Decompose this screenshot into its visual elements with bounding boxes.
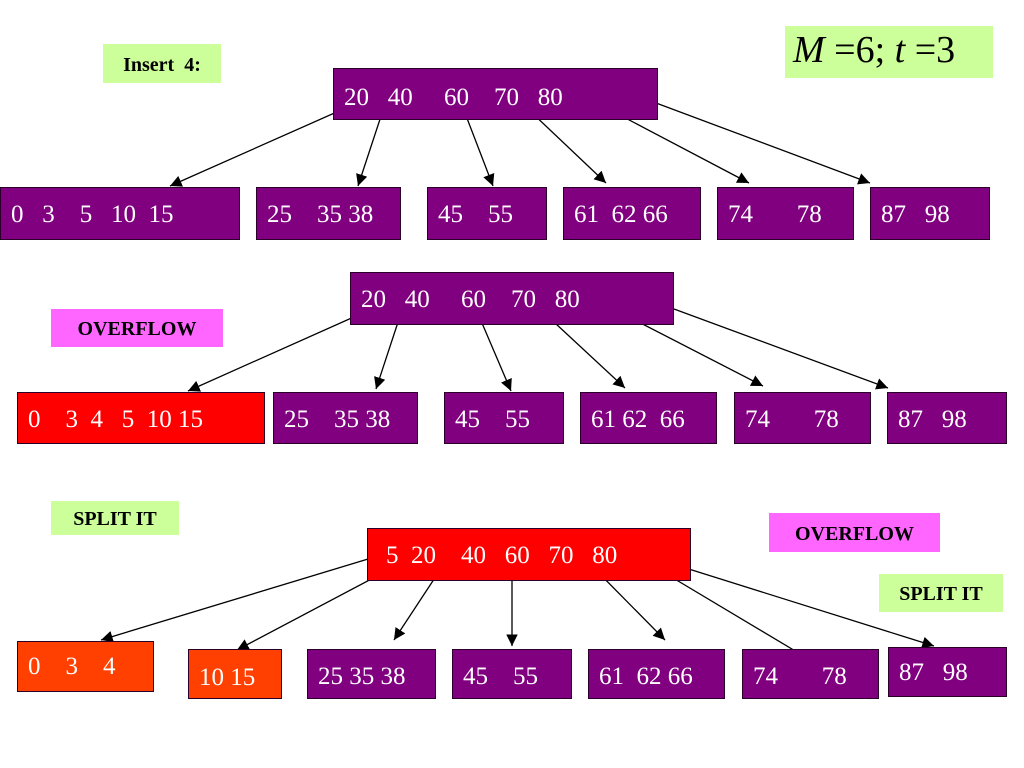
arrow-s3-0 (100, 555, 379, 643)
overflow-label-2: OVERFLOW (769, 513, 940, 552)
leaf-node-step1-5: 87 98 (870, 187, 990, 240)
arrow-s2-5 (654, 301, 889, 390)
leaf-node-step1-0: 0 3 5 10 15 (0, 187, 240, 240)
root-node-step3-overflow: 5 20 40 60 70 80 (367, 528, 691, 581)
leaf-node-step2-1: 25 35 38 (273, 392, 418, 444)
leaf-node-step3-3: 45 55 (452, 649, 572, 699)
leaf-node-step3-0-split: 0 3 4 (17, 641, 154, 692)
t-value: =3 (905, 29, 956, 71)
split-it-label-2: SPLIT IT (879, 574, 1003, 612)
leaf-node-step2-4: 74 78 (734, 392, 871, 444)
leaf-node-step2-5: 87 98 (887, 392, 1007, 444)
leaf-node-step3-4: 61 62 66 (588, 649, 725, 699)
leaf-node-step2-0-overflow: 0 3 4 5 10 15 (17, 392, 265, 444)
leaf-node-step3-6: 87 98 (888, 647, 1007, 697)
root-node-step2: 20 40 60 70 80 (350, 272, 674, 325)
leaf-node-step1-1: 25 35 38 (256, 187, 401, 240)
m-symbol: M (793, 29, 825, 71)
arrow-s1-5 (639, 96, 871, 185)
t-symbol: t (894, 29, 906, 71)
leaf-node-step1-4: 74 78 (717, 187, 854, 240)
leaf-node-step2-2: 45 55 (444, 392, 564, 444)
m-value: =6; (824, 29, 895, 71)
leaf-node-step3-1-split: 10 15 (188, 649, 282, 699)
overflow-label: OVERFLOW (51, 309, 223, 347)
leaf-node-step1-3: 61 62 66 (563, 187, 701, 240)
root-node-step1: 20 40 60 70 80 (333, 68, 658, 120)
leaf-node-step2-3: 61 62 66 (580, 392, 717, 444)
split-it-label: SPLIT IT (51, 501, 179, 535)
leaf-node-step1-2: 45 55 (427, 187, 547, 240)
insert-label: Insert 4: (103, 44, 221, 83)
arrow-s1-0 (169, 106, 349, 187)
leaf-node-step3-5: 74 78 (742, 649, 879, 699)
leaf-node-step3-2: 25 35 38 (307, 649, 436, 699)
order-parameters: M =6; t =3 (785, 26, 993, 78)
